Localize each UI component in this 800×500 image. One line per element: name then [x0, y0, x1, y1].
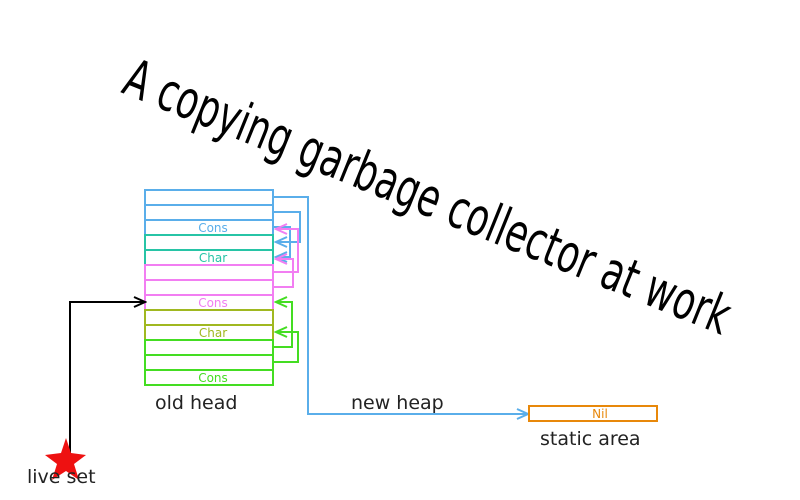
pointer-blue-to-teal-1 [273, 211, 301, 242]
pointer-pink-1 [273, 229, 299, 273]
heap-cell-blue-1 [144, 189, 274, 206]
heap-cell-pink-1 [144, 264, 274, 281]
heap-cell-green-cons [144, 369, 274, 386]
cell-label-nil: Nil [592, 407, 608, 421]
cell-label-cons-mid: Cons [198, 296, 228, 310]
label-old-head: old head [155, 392, 237, 414]
heap-cell-olive-1 [144, 309, 274, 326]
label-new-heap: new heap [351, 392, 444, 414]
label-static-area: static area [540, 428, 641, 450]
heap-cell-teal-1 [144, 234, 274, 251]
heap-cell-pink-2 [144, 279, 274, 296]
live-set-star-icon [45, 438, 86, 480]
heap-cells: Cons Char Cons Char Cons [144, 189, 274, 386]
cell-label-cons-bottom: Cons [198, 371, 228, 385]
pointer-pink-2 [273, 259, 294, 288]
pointer-new-heap [273, 196, 528, 414]
heap-cell-green-1 [144, 339, 274, 356]
static-nil-cell [528, 405, 658, 422]
label-live-set: live set [27, 466, 96, 488]
heap-cell-blue-2 [144, 204, 274, 221]
cell-label-char-top: Char [199, 251, 227, 265]
cell-label-cons-top: Cons [198, 221, 228, 235]
heap-pointers [273, 196, 528, 414]
pointer-green-2 [273, 332, 299, 363]
pointer-live-set [69, 302, 145, 455]
cell-label-char-mid: Char [199, 326, 227, 340]
heap-cell-green-2 [144, 354, 274, 371]
pointer-green-1 [273, 302, 293, 348]
